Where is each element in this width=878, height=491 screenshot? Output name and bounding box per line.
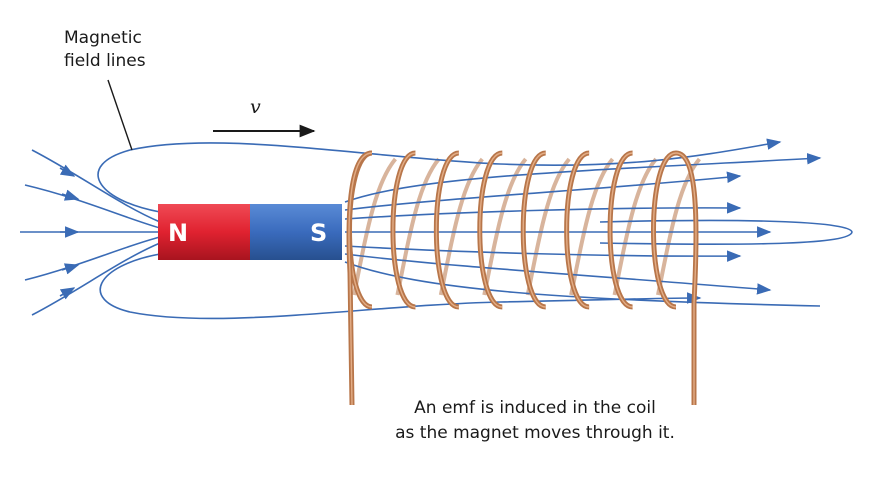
field-arrow-in-1 [59,164,76,177]
coil-turn-highlight [652,152,677,308]
coil-back [352,157,701,296]
field-line-outer-bottom [99,253,702,320]
field-arrow-in-2 [61,189,80,201]
coil-turn-highlight [609,152,633,308]
coil-back-strand [569,157,615,296]
field-line-in-2 [24,184,161,229]
caption: An emf is induced in the coil as the mag… [355,396,715,446]
field-line-in-1 [31,149,161,223]
coil-back-strand [525,157,571,296]
coil-back-strand [395,157,441,296]
field-lines-pointer [107,79,133,151]
field-line-in-5 [31,242,161,316]
coil-left-lead-highlight [348,152,373,406]
coil-back-strand [482,157,528,296]
field-line-top-2 [344,152,822,203]
coil-back-strand [612,157,658,296]
coil-turn-highlight [479,152,503,308]
field-line-bot-3 [344,253,772,295]
coil-back-strand [438,157,484,296]
field-line-bot-4 [344,245,742,262]
velocity-label: v [250,96,261,118]
coil-turn-highlight [435,152,460,308]
field-line-bot-2 [344,261,821,307]
field-lines-label-line-1: Magnetic [64,28,142,48]
coil-turn-highlight [522,152,546,308]
field-line-in-4 [24,236,161,281]
coil-right-lead-highlight [675,152,697,405]
field-lines-label-line-2: field lines [64,51,146,71]
coil-back-strand [352,157,397,296]
field-arrow-in-4 [61,263,80,275]
south-pole [250,204,342,260]
caption-line-2: as the magnet moves through it. [395,423,675,443]
field-line-outer-top [97,138,782,213]
field-arrow-in-5 [59,287,76,300]
coil-turn-highlight [566,152,590,308]
coil-front [346,150,699,406]
coil-back-strand [656,157,701,296]
bar-magnet: N S [158,204,342,260]
coil-turn-highlight [392,152,416,308]
field-lines-label: Magnetic field lines [64,27,146,73]
field-line-top-4 [344,202,742,220]
south-pole-label: S [310,219,327,247]
caption-line-1: An emf is induced in the coil [414,398,656,418]
coil-left-lead [346,150,373,406]
north-pole [158,204,250,260]
coil-right-lead [675,150,699,405]
north-pole-label: N [168,219,188,247]
field-line-right-loop [599,219,853,246]
field-lines [20,138,853,320]
